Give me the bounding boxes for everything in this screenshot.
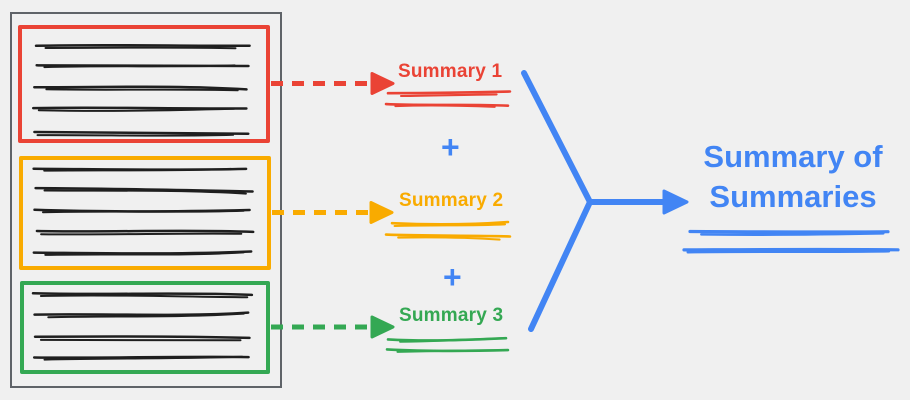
dashed-arrow-3 <box>271 315 395 339</box>
plus-sign-1: + <box>441 129 460 165</box>
dashed-arrow-2 <box>272 201 394 224</box>
summary-3-label: Summary 3 <box>399 305 504 326</box>
document-text-scribbles-section-3 <box>31 292 254 361</box>
summary-1-label: Summary 1 <box>398 61 503 82</box>
summary-1-scribble <box>384 90 512 108</box>
dashed-arrow-1 <box>271 72 395 95</box>
document-section-1 <box>18 25 270 143</box>
summary-of-summaries-label: Summary of Summaries <box>703 139 883 214</box>
summary-of-summaries-scribble <box>682 229 900 254</box>
document-text-scribbles-section-1 <box>31 43 251 137</box>
plus-sign-2: + <box>443 259 462 295</box>
merge-arrow <box>521 70 689 332</box>
document-text-scribbles-section-2 <box>32 167 255 256</box>
summary-3-scribble <box>385 336 510 353</box>
document-outline <box>10 12 282 388</box>
summary-2-label: Summary 2 <box>399 190 504 211</box>
document-section-3 <box>20 281 270 374</box>
summary-2-scribble <box>384 220 512 241</box>
document-section-2 <box>19 156 271 270</box>
